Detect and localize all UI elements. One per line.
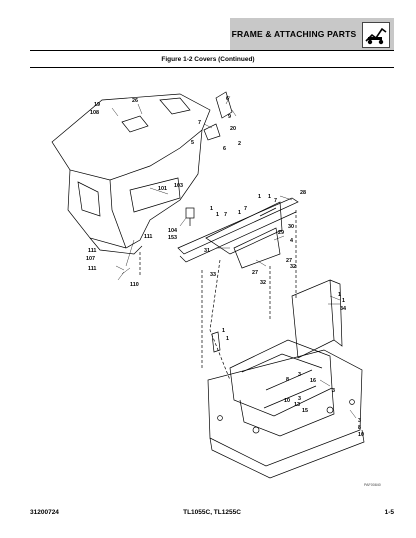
callout-number: 111 xyxy=(88,266,96,272)
callout-number: 104 xyxy=(168,228,177,234)
callout-number: 110 xyxy=(130,282,139,288)
callout-number: 8 xyxy=(286,377,289,383)
callout-number: 10 xyxy=(358,432,364,438)
callout-number: 101 xyxy=(158,186,167,192)
callout-number: 2 xyxy=(238,141,241,147)
callout-number: 29 xyxy=(278,230,284,236)
leader-lines xyxy=(111,95,357,419)
callout-number: 3 xyxy=(298,372,301,378)
callout-number: 8 xyxy=(358,425,361,431)
callout-number: 1 xyxy=(210,206,213,212)
callout-number: 20 xyxy=(230,126,236,132)
callout-number: 9 xyxy=(228,114,231,120)
callout-number: 1 xyxy=(268,194,271,200)
parts-diagram: 19 108 26 6 9 7 20 5 2 6 101 103 104 153… xyxy=(30,70,394,490)
callout-number: 3 xyxy=(298,396,301,402)
callout-number: 108 xyxy=(90,110,99,116)
callout-number: 4 xyxy=(290,238,293,244)
callout-number: 27 xyxy=(286,258,292,264)
figure-title-rule xyxy=(30,67,394,68)
callout-number: 26 xyxy=(132,98,138,104)
callout-labels: 19 108 26 6 9 7 20 5 2 6 101 103 104 153… xyxy=(86,96,364,438)
header-rule xyxy=(30,50,394,51)
callout-number: 7 xyxy=(224,212,227,218)
callout-number: 7 xyxy=(274,198,277,204)
callout-number: 1 xyxy=(226,336,229,342)
callout-number: 27 xyxy=(252,270,258,276)
callout-number: 1 xyxy=(222,328,225,334)
callout-number: 3 xyxy=(332,388,335,394)
callout-number: 16 xyxy=(310,378,316,384)
callout-number: 34 xyxy=(340,306,346,312)
callout-number: 111 xyxy=(88,248,96,254)
callout-number: 103 xyxy=(174,183,183,189)
callout-number: 3 xyxy=(358,418,361,424)
callout-number: 19 xyxy=(94,102,100,108)
callout-number: 7 xyxy=(244,206,247,212)
model-names: TL1055C, TL1255C xyxy=(183,509,241,516)
callout-number: 1 xyxy=(238,210,241,216)
figure-code: PAF00840 xyxy=(364,483,381,487)
figure-title: Figure 1-2 Covers (Continued) xyxy=(161,56,255,63)
callout-number: 1 xyxy=(342,298,345,304)
callout-number: 107 xyxy=(86,256,95,262)
header-band: FRAME & ATTACHING PARTS xyxy=(230,18,394,50)
callout-number: 28 xyxy=(300,190,306,196)
callout-number: 32 xyxy=(260,280,266,286)
callout-number: 31 xyxy=(204,248,210,254)
callout-number: 30 xyxy=(288,224,294,230)
callout-number: 153 xyxy=(168,235,177,241)
callout-number: 15 xyxy=(302,408,308,414)
engine-cover-drawing xyxy=(51,91,365,479)
section-title: FRAME & ATTACHING PARTS xyxy=(231,29,357,39)
callout-number: 33 xyxy=(210,272,216,278)
document-number: 31200724 xyxy=(30,509,59,516)
callout-number: 5 xyxy=(191,140,194,146)
page-number: 1-5 xyxy=(384,509,394,516)
callout-number: 32 xyxy=(290,264,296,270)
callout-number: 6 xyxy=(223,146,226,152)
jlg-logo-icon xyxy=(362,22,390,48)
callout-number: 1 xyxy=(338,292,341,298)
callout-number: 1 xyxy=(216,212,219,218)
callout-number: 7 xyxy=(198,120,201,126)
callout-number: 111 xyxy=(144,234,152,240)
callout-number: 1 xyxy=(258,194,261,200)
callout-number: 10 xyxy=(284,398,290,404)
callout-number: 6 xyxy=(226,96,229,102)
callout-number: 13 xyxy=(294,402,300,408)
